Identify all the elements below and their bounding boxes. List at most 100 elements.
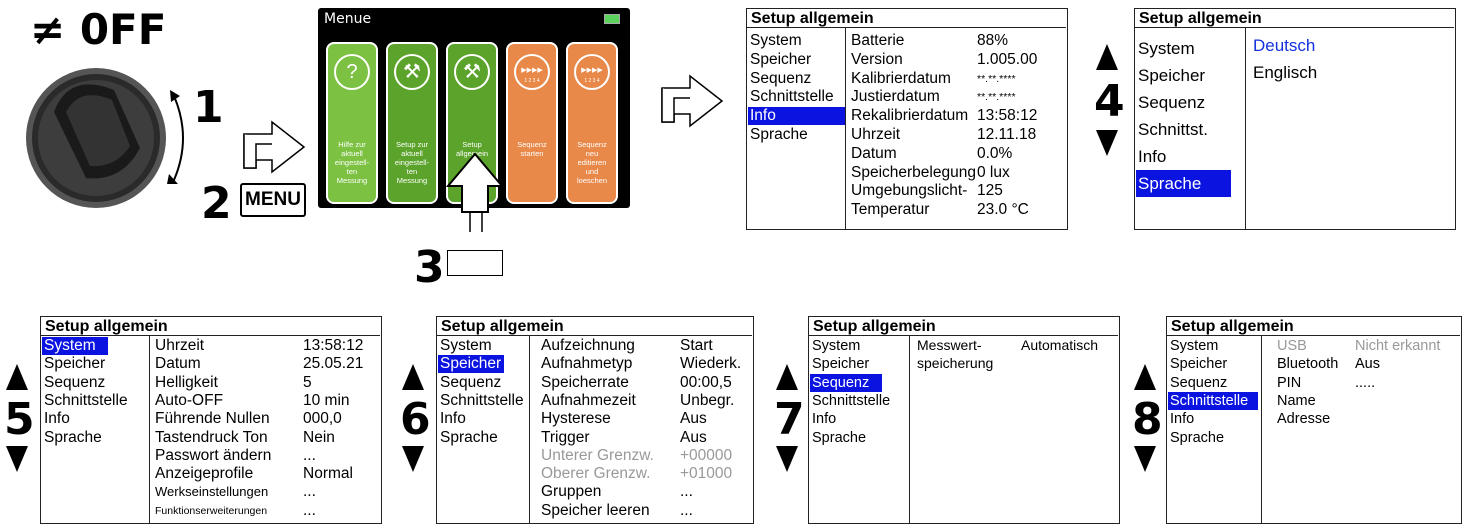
menu-item-system[interactable]: System: [750, 32, 802, 49]
menu-item-speicher[interactable]: Speicher: [812, 356, 870, 373]
setting-label[interactable]: Name: [1277, 392, 1316, 409]
menu-item-system[interactable]: System: [1138, 39, 1195, 58]
menu-card-label: Sequenz neu editieren und loeschen: [576, 140, 608, 185]
menu-item-speicher[interactable]: Speicher: [1138, 66, 1206, 85]
setting-label[interactable]: Umgebungslicht-: [851, 182, 968, 200]
setting-label[interactable]: Oberer Grenzw.: [541, 465, 651, 483]
setting-label[interactable]: Werkseinstellungen: [155, 484, 269, 500]
menu-item-schnittstelle[interactable]: Schnittstelle: [1168, 391, 1258, 410]
menu-item-sequenz[interactable]: Sequenz: [440, 373, 502, 391]
setting-label[interactable]: Version: [851, 50, 903, 68]
menu-item-sprache[interactable]: Sprache: [44, 428, 102, 446]
setting-label[interactable]: Aufnahmetyp: [541, 355, 633, 373]
softkey-box[interactable]: [447, 250, 503, 276]
setting-value: 25.05.21: [303, 355, 364, 373]
setting-label[interactable]: Speicherrate: [541, 373, 629, 391]
setting-label[interactable]: Trigger: [541, 428, 590, 446]
setting-label[interactable]: Adresse: [1277, 411, 1331, 428]
setting-label[interactable]: Aufnahmezeit: [541, 391, 636, 409]
device-title: Menue: [324, 11, 372, 27]
setting-label[interactable]: Bluetooth: [1277, 356, 1339, 373]
setting-label[interactable]: Kalibrierdatum: [851, 69, 951, 87]
setting-label[interactable]: Anzeigeprofile: [155, 465, 254, 483]
setting-label[interactable]: Rekalibrierdatum: [851, 107, 969, 125]
setting-label[interactable]: Tastendruck Ton: [155, 428, 268, 446]
setting-label[interactable]: Funktionserweiterungen: [155, 504, 268, 517]
menu-item-info[interactable]: Info: [812, 411, 837, 428]
setting-label[interactable]: USB: [1277, 338, 1307, 354]
speicherung-value: Automatisch: [1021, 337, 1099, 353]
menu-item-sequenz[interactable]: Sequenz: [810, 373, 882, 392]
nav-down-icon: [402, 446, 424, 472]
language-option-deutsch[interactable]: Deutsch: [1253, 36, 1316, 55]
menu-item-system[interactable]: System: [812, 338, 861, 354]
setting-value: ...: [680, 483, 693, 501]
nav-up-icon: [776, 364, 798, 390]
menu-item-sequenz[interactable]: Sequenz: [750, 69, 812, 87]
menu-item-sprache[interactable]: Sprache: [812, 429, 867, 446]
menu-item-sprache[interactable]: Sprache: [1136, 170, 1231, 197]
nav-up-icon: [1134, 364, 1156, 390]
menu-item-info[interactable]: Info: [748, 107, 845, 126]
menu-key[interactable]: MENU: [240, 183, 306, 217]
press-arrow-icon: [445, 152, 505, 232]
menu-item-speicher[interactable]: Speicher: [44, 355, 106, 373]
menu-item-system[interactable]: System: [1170, 338, 1219, 354]
menu-item-system[interactable]: System: [440, 337, 492, 354]
setting-label[interactable]: Passwort ändern: [155, 446, 272, 464]
setting-label[interactable]: Auto-OFF: [155, 391, 224, 409]
menu-item-sprache[interactable]: Sprache: [750, 126, 808, 143]
menu-card-2[interactable]: ⚒Setup zur aktuell eingestell- ten Messu…: [386, 42, 438, 204]
menu-item-schnittstelle[interactable]: Schnittstelle: [812, 392, 891, 409]
menu-item-info[interactable]: Info: [440, 410, 466, 428]
setting-label[interactable]: Uhrzeit: [851, 126, 901, 143]
menu-card-1[interactable]: ?Hilfe zur aktuell eingestell- ten Messu…: [326, 42, 378, 204]
setting-label[interactable]: Datum: [851, 144, 897, 162]
setting-label[interactable]: Datum: [155, 355, 201, 373]
menu-item-info[interactable]: Info: [44, 410, 70, 428]
menu-item-speicher[interactable]: Speicher: [1170, 356, 1228, 373]
setting-label[interactable]: Hysterese: [541, 410, 611, 428]
menu-item-sequenz[interactable]: Sequenz: [1138, 93, 1206, 112]
panel-title: Setup allgemein: [747, 9, 1066, 28]
setting-label[interactable]: Führende Nullen: [155, 410, 270, 428]
menu-item-sequenz[interactable]: Sequenz: [44, 373, 106, 391]
setting-value: **.**.****: [977, 72, 1016, 85]
setting-label[interactable]: Temperatur: [851, 201, 930, 219]
setting-value: ...: [303, 483, 316, 501]
setting-label[interactable]: Gruppen: [541, 483, 602, 501]
setting-value: 000,0: [303, 410, 342, 428]
menu-item-schnittstelle[interactable]: Schnittstelle: [440, 391, 524, 409]
menu-item-info[interactable]: Info: [1170, 411, 1195, 428]
menu-item-speicher[interactable]: Speicher: [750, 50, 812, 68]
menu-item-schnittstelle[interactable]: Schnittstelle: [750, 88, 834, 106]
menu-card-label: Setup allgemein: [455, 140, 489, 158]
menu-item-schnittstelle[interactable]: Schnittstelle: [44, 391, 128, 409]
menu-item-schnittst[interactable]: Schnittst.: [1138, 120, 1208, 139]
menu-item-sequenz[interactable]: Sequenz: [1170, 374, 1228, 391]
setting-label[interactable]: Helligkeit: [155, 373, 218, 391]
battery-icon: [604, 14, 620, 24]
panel-title: Setup allgemein: [1135, 9, 1454, 28]
step-number-1: 1: [193, 82, 224, 133]
setting-label[interactable]: Batterie: [851, 32, 905, 49]
menu-item-info[interactable]: Info: [1138, 147, 1167, 166]
menu-item-system[interactable]: System: [42, 337, 108, 355]
off-label: ≠ 0FF: [30, 5, 167, 54]
setting-label[interactable]: Speicherbelegung: [851, 163, 976, 181]
setting-label[interactable]: Justierdatum: [851, 88, 940, 106]
setting-value: 88%: [977, 32, 1009, 49]
menu-item-speicher[interactable]: Speicher: [438, 355, 504, 374]
setting-label[interactable]: PIN: [1277, 374, 1302, 391]
setting-label[interactable]: Aufzeichnung: [541, 337, 635, 354]
sequenz-panel: Setup allgemein Messwert- speicherung Au…: [808, 316, 1120, 524]
setting-label[interactable]: Uhrzeit: [155, 337, 205, 354]
setting-label[interactable]: Unterer Grenzw.: [541, 446, 654, 464]
setting-label[interactable]: Speicher leeren: [541, 501, 650, 519]
language-option-englisch[interactable]: Englisch: [1253, 63, 1318, 82]
menu-item-sprache[interactable]: Sprache: [440, 428, 498, 446]
menu-item-sprache[interactable]: Sprache: [1170, 429, 1225, 446]
